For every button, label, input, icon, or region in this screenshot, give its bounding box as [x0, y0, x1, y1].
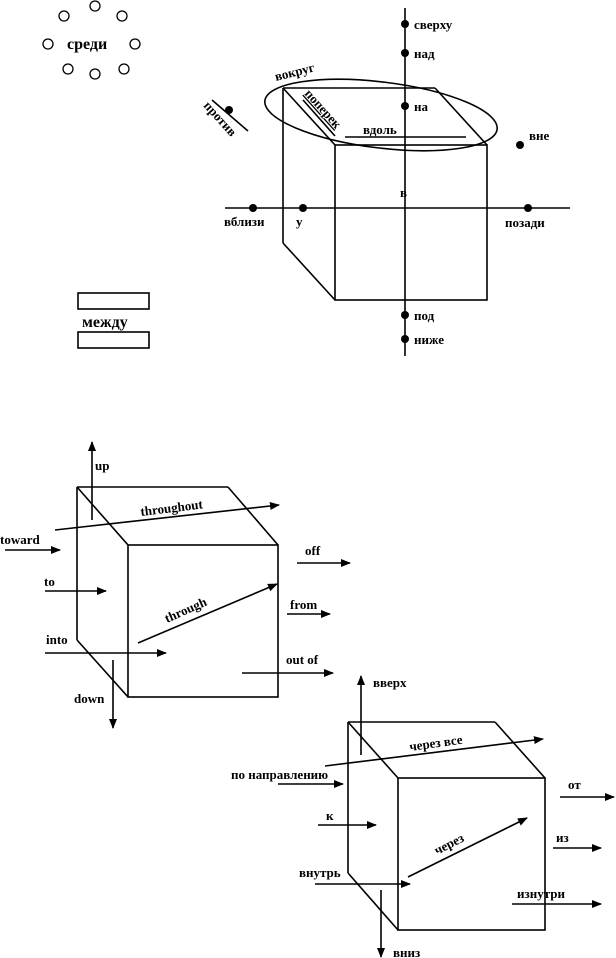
label-throughout: throughout [140, 496, 205, 519]
vblizi-dot [249, 204, 257, 212]
label-through: through [162, 594, 210, 626]
label-vniz: вниз [393, 945, 420, 958]
sverhu-dot [401, 20, 409, 28]
label-vblizi: вблизи [224, 214, 265, 229]
english-cube [76, 486, 279, 698]
nizhe-dot [401, 335, 409, 343]
protiv-dot [225, 106, 233, 114]
na-dot [401, 102, 409, 110]
cherez-arrow [407, 817, 528, 878]
label-iz: из [556, 830, 569, 845]
nad-dot [401, 49, 409, 57]
poperek-line [302, 99, 336, 137]
label-into: into [46, 632, 68, 647]
label-off: off [305, 543, 321, 558]
label-out-of: out of [286, 652, 319, 667]
russian-cube [347, 721, 546, 931]
label-sverhu: сверху [414, 17, 453, 32]
vokrug-ellipse [264, 78, 498, 152]
label-toward: toward [0, 532, 40, 547]
label-ot: от [568, 777, 581, 792]
ring [89, 0, 101, 12]
label-k: к [326, 808, 334, 823]
label-cherez: через [432, 830, 467, 858]
label-pod: под [414, 308, 435, 323]
ring [58, 10, 70, 22]
label-poperek: поперек [302, 86, 345, 132]
u-dot [299, 204, 307, 212]
label-nizhe: ниже [414, 332, 444, 347]
throughout-arrow [54, 502, 280, 531]
ring [89, 68, 101, 80]
label-to: to [44, 574, 55, 589]
label-vdol: вдоль [363, 122, 397, 137]
through-arrow [137, 583, 278, 644]
label-na: на [414, 99, 428, 114]
label-nad: над [414, 46, 435, 61]
ring [62, 63, 74, 75]
label-from: from [290, 597, 317, 612]
top-cube [282, 87, 488, 301]
cherez-vse-arrow [324, 736, 544, 767]
label-pozadi: позади [505, 215, 545, 230]
russian-motion-diagram: вверх через все по направлению от к чере… [231, 675, 615, 958]
label-vnutr: внутрь [299, 865, 341, 880]
label-vverh: вверх [373, 675, 407, 690]
label-po-napravleniyu: по направлению [231, 767, 328, 782]
ring [129, 38, 141, 50]
pozadi-dot [524, 204, 532, 212]
english-motion-diagram: up throughout toward off to through from… [0, 441, 351, 729]
spatial-prepositions-diagram: среди с [42, 0, 570, 356]
label-u: у [296, 214, 303, 229]
sredi-ring-group: среди [42, 0, 141, 80]
ring [116, 10, 128, 22]
pod-dot [401, 311, 409, 319]
label-iznutri: изнутри [517, 886, 565, 901]
label-down: down [74, 691, 105, 706]
mezhdu-lower-box [77, 331, 150, 349]
label-sredi: среди [67, 36, 107, 53]
ring [42, 38, 54, 50]
mezhdu-upper-box [77, 292, 150, 310]
ring [118, 63, 130, 75]
protiv-line [211, 99, 249, 132]
vne-dot [516, 141, 524, 149]
label-up: up [95, 458, 109, 473]
label-vne: вне [529, 128, 550, 143]
label-cherez-vse: через все [408, 732, 463, 754]
label-mezhdu: между [82, 314, 128, 331]
label-v: в [400, 185, 407, 200]
